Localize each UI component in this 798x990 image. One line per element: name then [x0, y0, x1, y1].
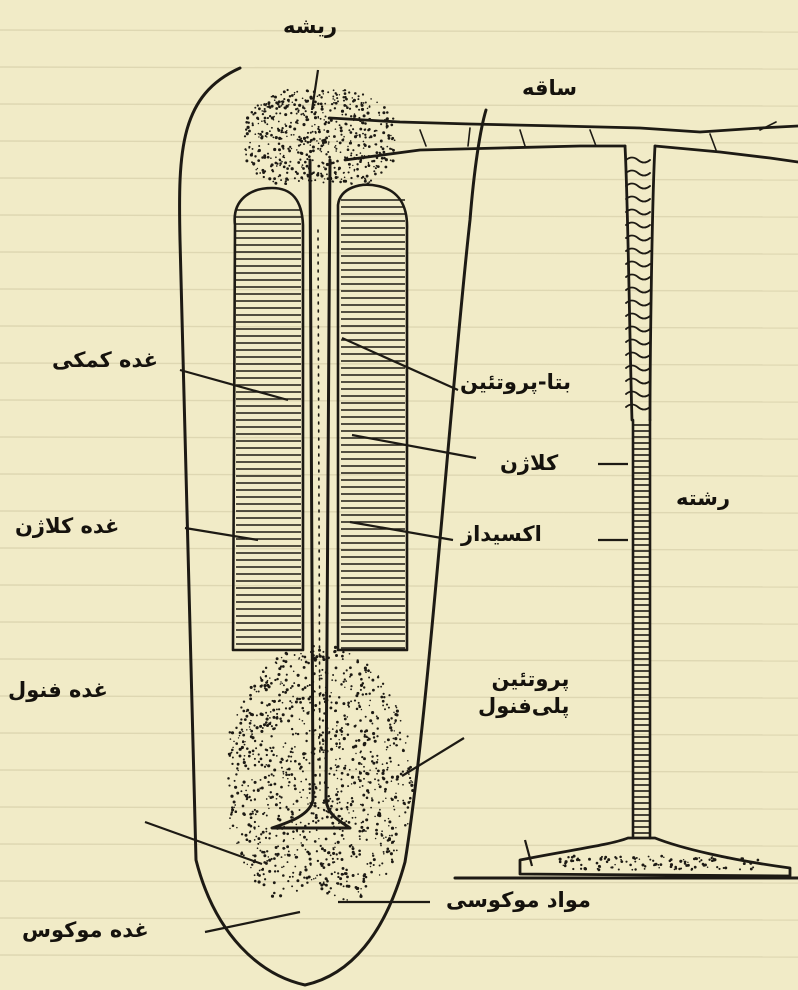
- label-root: ریشه: [283, 16, 337, 37]
- label-stem: ساقه: [522, 78, 577, 99]
- label-accessory-gland: غده کمکی: [52, 350, 158, 371]
- stipple-top: [244, 89, 396, 185]
- label-mucous-gland: غده موکوس: [22, 920, 149, 941]
- label-phenol-gland: غده فنول: [8, 680, 108, 701]
- label-mucous-material: مواد موکوسی: [446, 890, 591, 911]
- label-collagen: کلاژن: [500, 453, 558, 474]
- label-beta-protein: بتا-پروتئین: [460, 372, 571, 393]
- label-collagen-gland: غده کلاژن: [15, 516, 119, 537]
- label-thread: رشته: [676, 488, 730, 509]
- label-polyphenol-protein-line1: پروتئین: [478, 666, 569, 693]
- label-polyphenol-protein-line2: پلی‌فنول: [478, 693, 569, 720]
- byssus-stem: [330, 118, 798, 162]
- collagen-gland-right: [338, 185, 407, 650]
- label-oxidase: اکسیداز: [461, 524, 542, 545]
- label-polyphenol-protein: پروتئین پلی‌فنول: [478, 666, 569, 721]
- collagen-gland-left: [233, 188, 303, 650]
